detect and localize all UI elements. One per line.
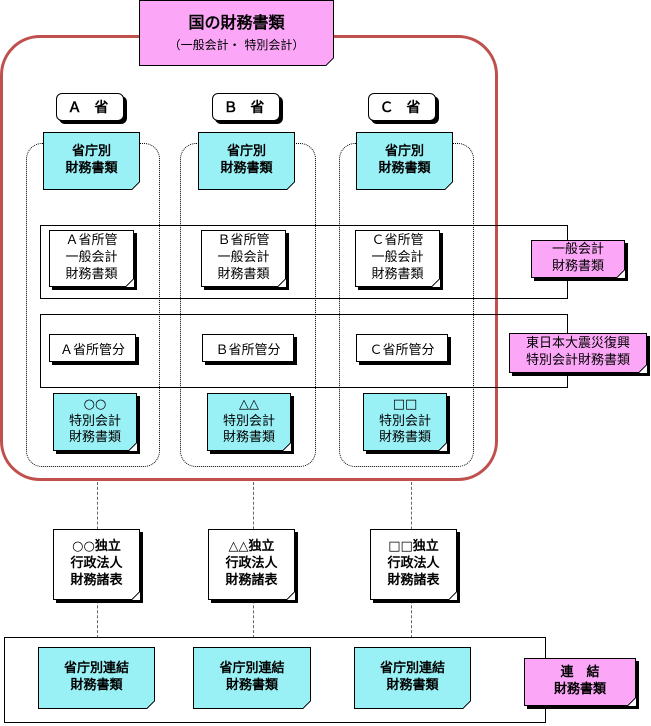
ministry-a-special-account: ○○特別会計財務書類	[53, 393, 137, 451]
ministry-b-statements: 省庁別財務書類	[198, 132, 295, 190]
consolidated-side-label: 連 結財務書類	[524, 658, 636, 706]
ministry-c-statements: 省庁別財務書類	[356, 132, 453, 190]
ministry-a-label: Ａ 省	[56, 93, 124, 121]
ministry-b-special-account: △△特別会計財務書類	[207, 393, 291, 451]
consolidated-a: 省庁別連結財務書類	[38, 647, 155, 709]
ministry-c-special-account: □□特別会計財務書類	[363, 393, 447, 451]
agency-c-statements: □□独立行政法人財務諸表	[370, 529, 457, 600]
ministry-b-reconstruction: Ｂ省所管分	[202, 334, 294, 362]
consolidated-c: 省庁別連結財務書類	[354, 647, 471, 709]
ministry-b-general-account: Ｂ省所管一般会計財務書類	[201, 230, 286, 287]
national-title: 国の財務書類	[188, 12, 285, 32]
ministry-a-general-account: Ａ省所管一般会計財務書類	[49, 230, 134, 287]
agency-a-statements: ○○独立行政法人財務諸表	[53, 529, 140, 600]
ministry-c-reconstruction: Ｃ省所管分	[356, 334, 448, 362]
consolidated-b: 省庁別連結財務書類	[193, 647, 311, 709]
general-account-side-label: 一般会計財務書類	[531, 240, 625, 278]
national-title-note: 国の財務書類 （一般会計・ 特別会計）	[139, 0, 334, 66]
ministry-c-general-account: Ｃ省所管一般会計財務書類	[355, 230, 440, 287]
national-subtitle: （一般会計・ 特別会計）	[168, 37, 305, 52]
ministry-a-statements: 省庁別財務書類	[43, 132, 140, 190]
ministry-c-label: Ｃ 省	[368, 93, 436, 121]
reconstruction-side-label: 東日本大震災復興特別会計財務書類	[509, 333, 647, 373]
ministry-b-label: Ｂ 省	[212, 93, 280, 121]
agency-b-statements: △△独立行政法人財務諸表	[208, 529, 295, 600]
ministry-a-reconstruction: Ａ省所管分	[49, 334, 136, 362]
